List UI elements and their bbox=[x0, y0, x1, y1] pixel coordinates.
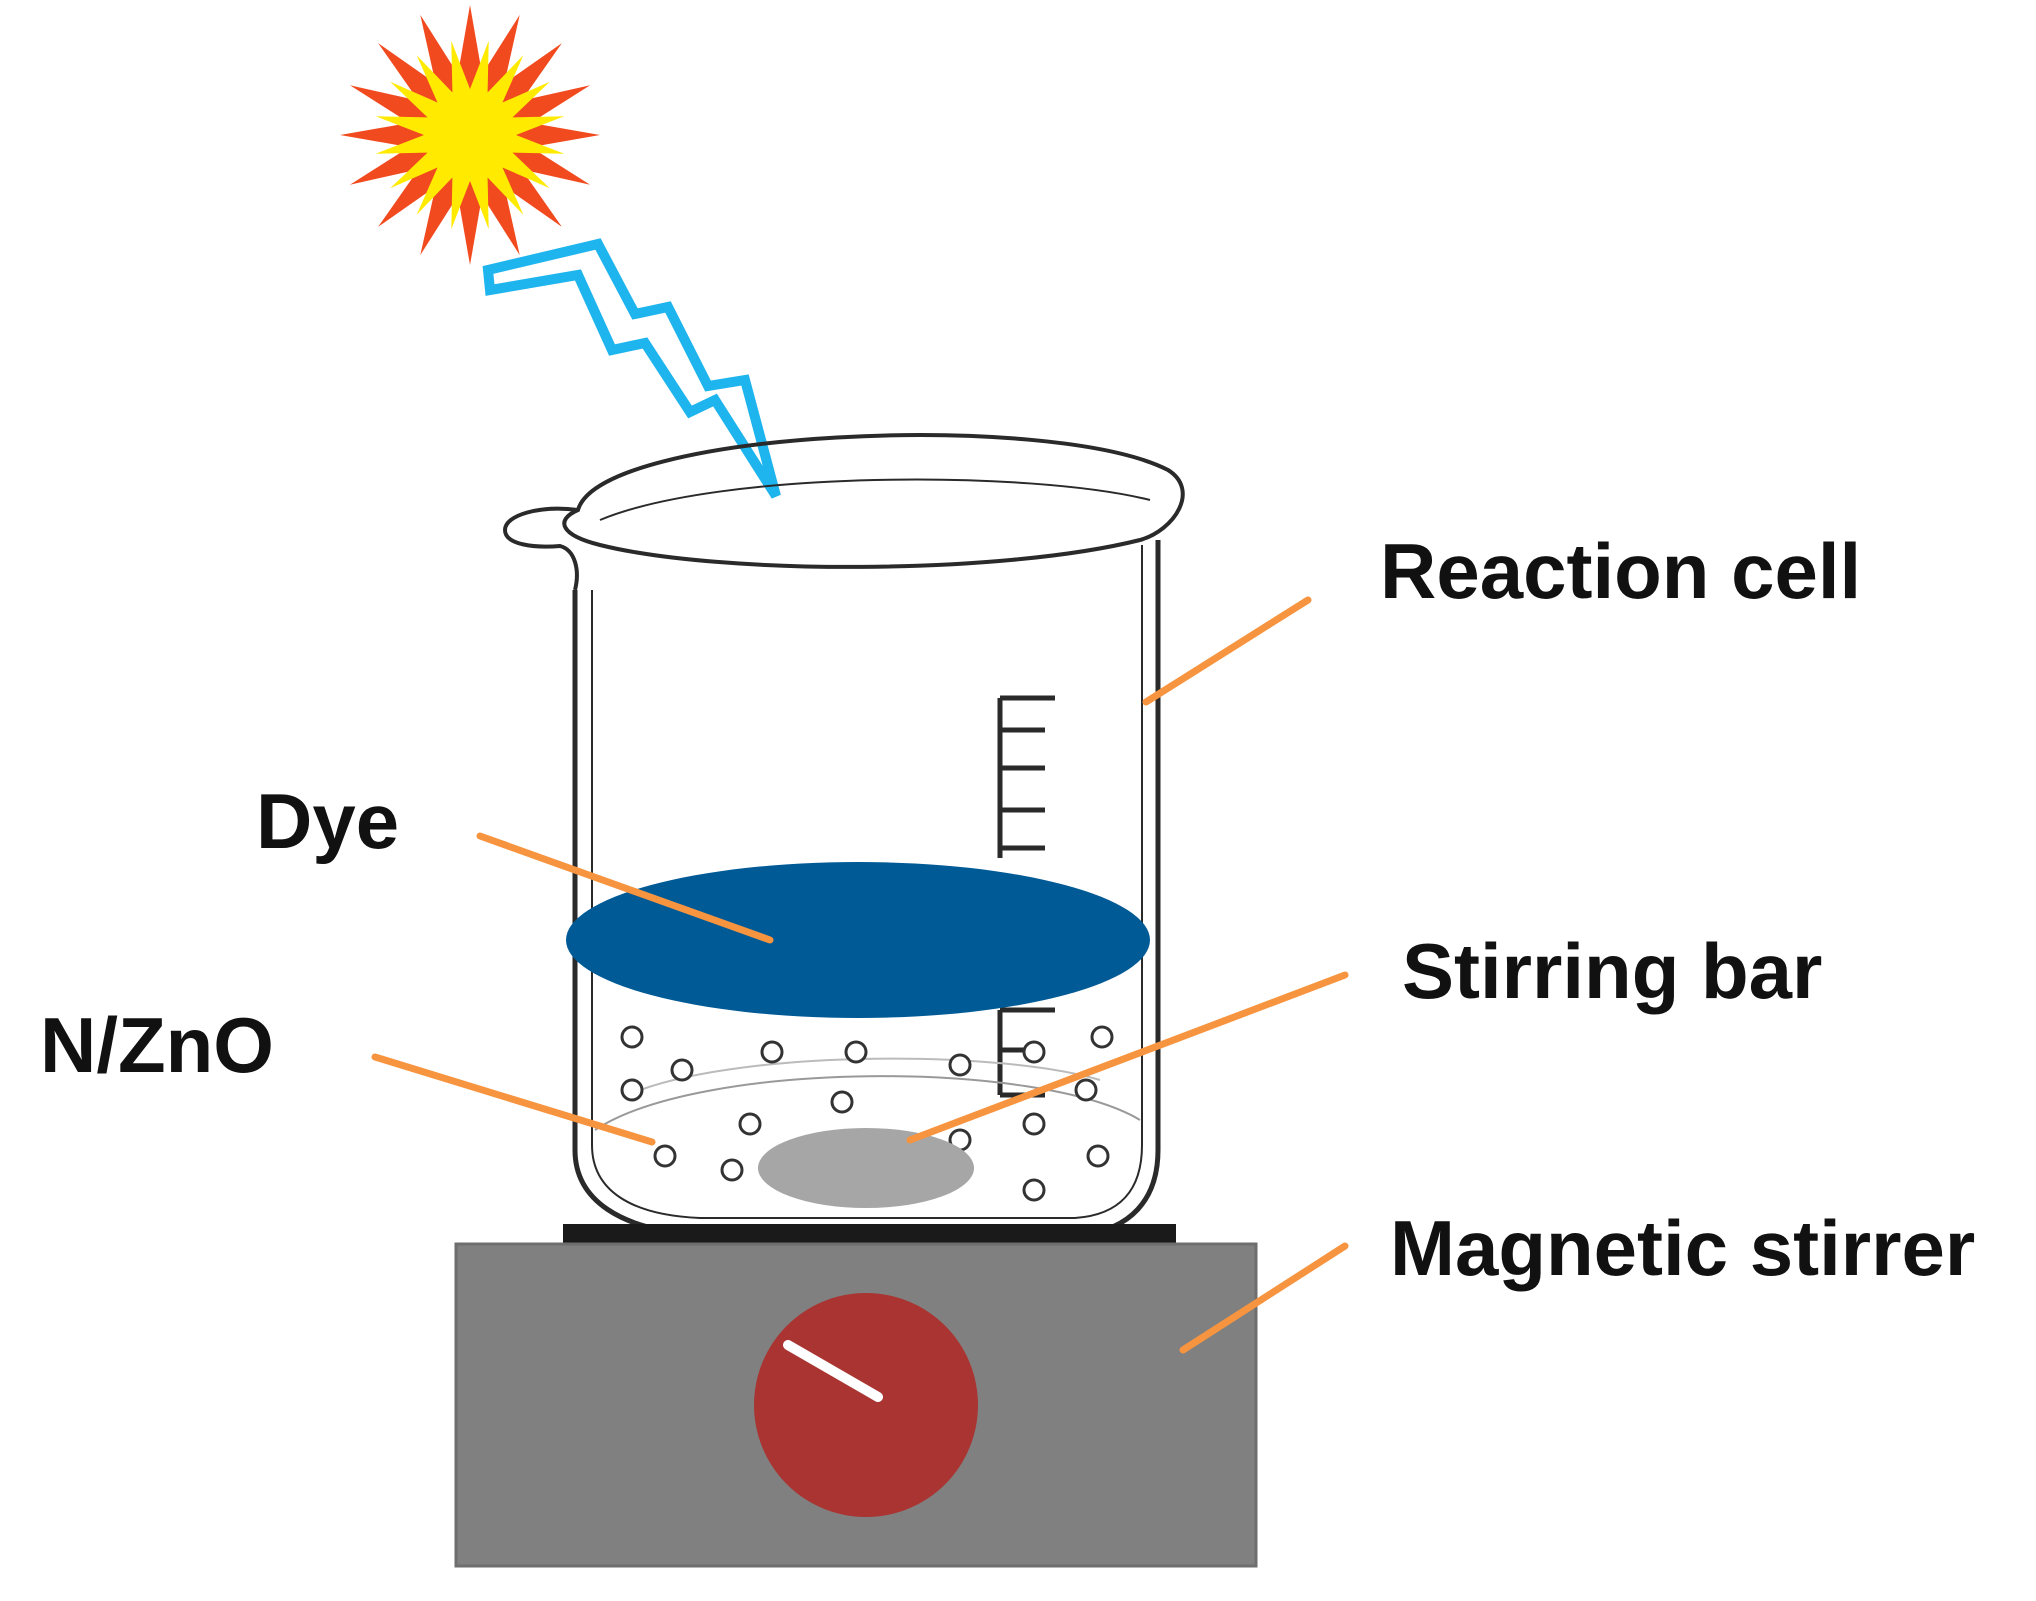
particle bbox=[670, 1058, 694, 1082]
beaker-rim bbox=[562, 433, 1185, 569]
particle bbox=[1022, 1040, 1046, 1064]
particle bbox=[1090, 1025, 1114, 1049]
leader-nzno bbox=[371, 1053, 656, 1146]
particle bbox=[1022, 1178, 1046, 1202]
leader-lines bbox=[371, 596, 1349, 1354]
leader-dye bbox=[476, 832, 774, 944]
beaker-rim-inner bbox=[599, 478, 1151, 521]
particle bbox=[760, 1040, 784, 1064]
liquid-bottom-line-2 bbox=[639, 1057, 1101, 1091]
leader-reaction-cell bbox=[1142, 596, 1312, 706]
sun-burst-icon bbox=[340, 5, 600, 265]
label-magnetic-stirrer: Magnetic stirrer bbox=[1390, 1204, 1975, 1292]
particle bbox=[948, 1053, 972, 1077]
lightning-bolt-icon bbox=[482, 238, 781, 499]
particle bbox=[620, 1078, 644, 1102]
beaker-inner-wall bbox=[591, 545, 1143, 1219]
magnetic-stirrer bbox=[454, 1224, 1258, 1568]
particle bbox=[720, 1158, 744, 1182]
particle bbox=[738, 1112, 762, 1136]
leader-magnetic-stirrer bbox=[1179, 1242, 1349, 1354]
leader-stirring-bar bbox=[906, 971, 1349, 1144]
beaker-spout bbox=[502, 506, 579, 591]
label-reaction-cell: Reaction cell bbox=[1380, 527, 1861, 615]
nzno-particles bbox=[620, 1025, 1114, 1202]
stirrer-knob bbox=[754, 1293, 978, 1517]
knob-indicator bbox=[783, 1340, 883, 1402]
particle bbox=[1074, 1078, 1098, 1102]
label-dye: Dye bbox=[256, 777, 399, 865]
label-nzno: N/ZnO bbox=[40, 1001, 274, 1089]
beaker-reaction-cell bbox=[502, 433, 1185, 1238]
dye-layer bbox=[566, 862, 1150, 1018]
particle bbox=[620, 1025, 644, 1049]
particle bbox=[1022, 1112, 1046, 1136]
label-stirring-bar: Stirring bar bbox=[1402, 927, 1822, 1015]
particle bbox=[653, 1144, 677, 1168]
particle bbox=[830, 1090, 854, 1114]
particle bbox=[1086, 1144, 1110, 1168]
particle bbox=[844, 1040, 868, 1064]
stirrer-top-plate bbox=[563, 1224, 1176, 1244]
stirring-bar bbox=[758, 1128, 974, 1208]
